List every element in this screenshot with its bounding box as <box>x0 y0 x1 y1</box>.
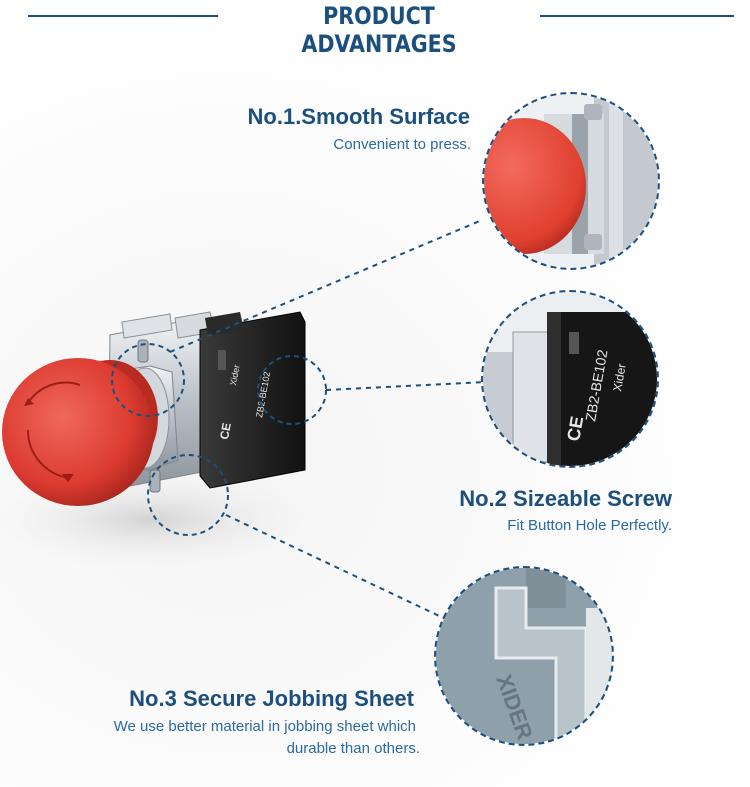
callout-circle-sheet <box>147 454 229 536</box>
red-mushroom-button <box>2 358 158 506</box>
header-rule-left <box>28 15 218 17</box>
feature-2-title: No.2 Sizeable Screw <box>459 486 672 511</box>
feature-3-title: No.3 Secure Jobbing Sheet <box>129 686 414 711</box>
header-rule-right <box>540 15 734 17</box>
connector-line-3 <box>225 514 453 623</box>
zoom-ring-sizeable-screw <box>481 290 659 468</box>
feature-1-title: No.1.Smooth Surface <box>247 104 470 129</box>
contact-block: Xider ZB2-BE102 CE <box>199 311 306 489</box>
section-title: PRODUCT ADVANTAGES <box>301 2 457 58</box>
feature-3-desc-line1: We use better material in jobbing sheet … <box>113 718 416 735</box>
feature-3-desc-line2: durable than others. <box>286 740 420 757</box>
zoom-ring-jobbing-sheet <box>434 566 614 746</box>
connector-line-1 <box>169 219 483 353</box>
connector-line-2 <box>325 381 487 391</box>
svg-text:Xider: Xider <box>228 364 241 386</box>
callout-circle-surface <box>111 343 185 417</box>
svg-text:CE: CE <box>217 422 234 441</box>
feature-2-desc: Fit Button Hole Perfectly. <box>507 517 672 534</box>
feature-1-desc: Convenient to press. <box>333 136 471 153</box>
section-header: PRODUCT ADVANTAGES <box>0 0 750 58</box>
zoom-ring-smooth-surface <box>482 92 660 270</box>
